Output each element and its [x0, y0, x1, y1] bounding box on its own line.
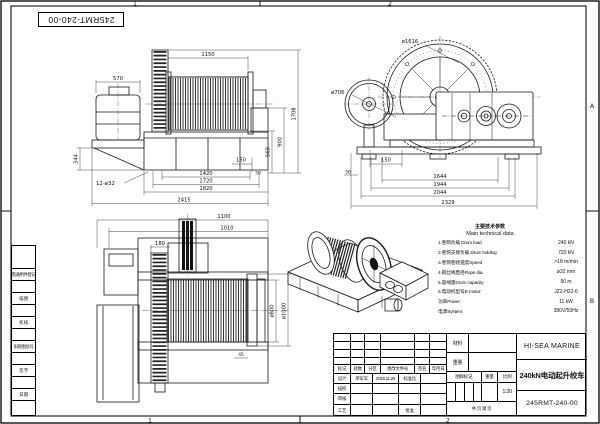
- zone-bottom-1: 1: [148, 418, 152, 424]
- zone-top-2: 2: [388, 1, 392, 8]
- front-view: 570 1150 344 12-ø32 150 50 1420 1720 182…: [74, 49, 301, 206]
- weight-label: 重量: [447, 353, 469, 371]
- zone-right-a: A: [590, 103, 595, 110]
- dim-label: 50: [255, 171, 261, 177]
- margin-strip-blank: [12, 377, 35, 389]
- dim-label: 1708: [292, 107, 298, 120]
- stamp-label: 图样标记: [447, 372, 482, 382]
- zone-right-b: B: [590, 298, 594, 305]
- margin-strip: 借通用件登记 描 图 校 核 旧底图总号 签 字 日 期: [11, 245, 36, 416]
- technical-data-table: 主要技术参数 Main technical data 1.卷筒负载 Drum l…: [436, 224, 588, 316]
- sig-row-trace: 描校: [334, 384, 446, 394]
- margin-strip-label: 旧底图总号: [12, 341, 35, 353]
- dim-label: 12-ø32: [96, 181, 115, 187]
- product-title: 240kN电动起升绞车: [519, 370, 585, 380]
- isometric-view: [286, 231, 429, 313]
- dim-label: 45: [238, 352, 244, 358]
- sheet-count: 共 页 第 页: [471, 406, 492, 411]
- company-section: HI-SEA MARINE 240kN电动起升绞车 245RMT-240-00: [516, 334, 587, 416]
- sig-row-check: 审核: [334, 394, 446, 405]
- dim-label: 2329: [441, 200, 454, 206]
- dim-label: 2415: [177, 198, 190, 204]
- dim-label: 180: [155, 241, 165, 247]
- margin-strip-blank: [12, 401, 35, 415]
- dim-label: 1150: [201, 52, 214, 58]
- dim-label: ø800: [270, 304, 276, 317]
- dim-label: 1820: [199, 186, 212, 192]
- dim-label: 570: [113, 76, 123, 82]
- scale-value: 1:20: [502, 389, 512, 395]
- dim-label: 150: [236, 158, 246, 164]
- dim-label: ø706: [331, 90, 345, 96]
- margin-strip-label: 借通用件登记: [12, 269, 35, 281]
- zone-bottom-2: 2: [446, 418, 450, 424]
- dim-label: 50: [345, 170, 351, 176]
- dim-label: 150: [381, 158, 391, 164]
- dim-label: ø1000: [282, 303, 288, 319]
- margin-strip-blank: [12, 353, 35, 365]
- drawing-number: 245RMT-240-00: [526, 400, 578, 407]
- signature-rows: 设计 单军军 2016.11.25 标准化 描校 审核 工: [334, 374, 446, 416]
- margin-strip-blank: [12, 281, 35, 293]
- side-view-dimension-lines: [344, 44, 538, 209]
- zone-labels: 1 2 1 2 A B: [133, 1, 595, 424]
- margin-strip-blank: [12, 246, 35, 269]
- revision-header-row: 标记 处数 分区 更改文件号 签名 年月日: [334, 365, 446, 374]
- material-weight-section: 材料 重量 图样标记 重量 比例 1:20 共 页 第 页: [446, 334, 516, 416]
- material-value: [469, 334, 516, 352]
- tech-row: 电源System:380V/50Hz: [438, 308, 579, 315]
- side-view-dimension-labels: ø1616 ø706 150 50 1644 1944 2044 2329: [331, 39, 455, 206]
- tech-row: 4.钢丝绳直径Rope dia.ø32 mm: [438, 269, 576, 276]
- tech-title-en: Main technical data: [466, 231, 514, 237]
- weight2-label: 重量: [482, 372, 499, 382]
- dim-label: ø1616: [402, 39, 418, 45]
- zone-top-1: 1: [133, 1, 137, 8]
- sig-row-process: 工艺 批准: [334, 405, 446, 416]
- margin-strip-label: 描 图: [12, 293, 35, 305]
- plan-view: 1100 1010 180 ø800 ø1000 45: [96, 214, 291, 403]
- material-label: 材料: [447, 334, 469, 352]
- dim-label: 1420: [199, 171, 212, 177]
- plan-view-dimension-labels: 1100 1010 180 ø800 ø1000 45: [155, 214, 287, 358]
- tech-title-cn: 主要技术参数: [474, 224, 505, 230]
- scale-label: 比例: [502, 374, 512, 379]
- side-view: ø1616 ø706 150 50 1644 1944 2044 2329: [331, 36, 542, 209]
- margin-strip-blank: [12, 305, 35, 317]
- tech-row: 功率Power:11 kW: [438, 298, 573, 306]
- margin-strip-label: 校 核: [12, 317, 35, 329]
- dim-label: 2044: [433, 190, 447, 196]
- weight-value: [469, 353, 516, 371]
- dim-label: 900: [278, 137, 284, 147]
- margin-strip-label: 签 字: [12, 365, 35, 377]
- dim-label: 1010: [220, 226, 233, 232]
- dim-label: 569: [266, 147, 272, 157]
- dim-label: 1720: [199, 179, 212, 185]
- dim-label: 1100: [217, 214, 230, 220]
- company-name: HI-SEA MARINE: [523, 343, 581, 350]
- dim-label: 344: [74, 153, 80, 164]
- sig-row-design: 设计 单军军 2016.11.25 标准化: [334, 374, 446, 384]
- margin-strip-blank: [12, 329, 35, 341]
- tech-row: 3.卷筒卷绕速度Speed>18 m/min: [438, 259, 578, 266]
- front-view-dimension-labels: 570 1150 344 12-ø32 150 50 1420 1720 182…: [74, 52, 298, 204]
- front-view-dimension-lines: [77, 49, 301, 206]
- title-block: 标记 处数 分区 更改文件号 签名 年月日 设计 单军军 2016.11.25 …: [333, 333, 587, 416]
- revision-grid: [334, 334, 446, 365]
- dim-label: 1944: [433, 182, 447, 188]
- margin-strip-label: 日 期: [12, 389, 35, 401]
- drawing-number-rotated: 245RMT-240-00: [47, 14, 115, 25]
- dim-label: 1644: [433, 174, 447, 180]
- drawing-number-box: 245RMT-240-00: [38, 12, 124, 27]
- plan-view-dimension-lines: [96, 219, 291, 359]
- tech-row: 6.电动机型号E-motor:JZ2-H32-6: [438, 288, 578, 296]
